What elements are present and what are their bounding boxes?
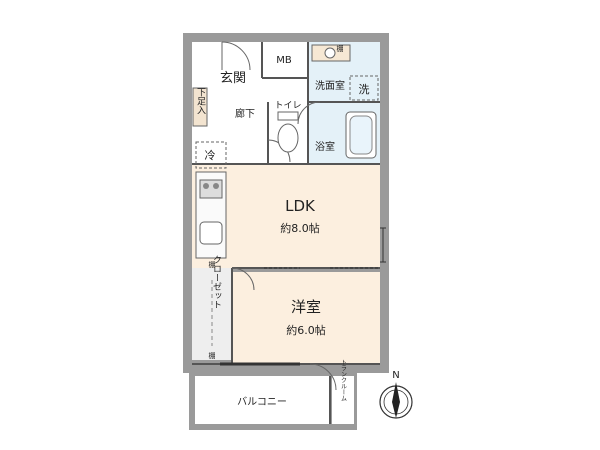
sink-icon: [199, 221, 223, 245]
balcony-floor: [195, 376, 330, 424]
kitchen-counter: [195, 171, 227, 259]
closet-label: クローゼット: [211, 255, 222, 309]
trunk-room-label: トランクルーム: [340, 359, 347, 401]
ldk-label: LDK: [285, 197, 316, 215]
youshitsu-label: 洋室: [291, 298, 321, 316]
compass-icon: [379, 382, 413, 419]
shoe-cabinet-label: 下足入: [195, 88, 206, 115]
ldk-size: 約8.0帖: [280, 221, 320, 235]
youshitsu-floor: [232, 272, 380, 364]
youshitsu-size: 約6.0帖: [286, 323, 326, 337]
hallway-label: 廊下: [235, 107, 255, 120]
bathroom-label: 浴室: [315, 140, 335, 153]
shelf-lower-label: 棚: [209, 351, 216, 360]
washer-label: 洗: [359, 83, 370, 96]
toilet-label: トイレ: [274, 101, 301, 111]
mb-floor: [262, 42, 308, 78]
trunk-room-floor: [332, 376, 354, 424]
wash-basin: [311, 44, 351, 62]
shelf-upper-label: 棚: [209, 260, 216, 269]
ldk-floor: [232, 164, 380, 268]
fridge-label: 冷: [205, 149, 216, 162]
bathtub-icon: [345, 111, 377, 159]
genkan-label: 玄関: [220, 71, 246, 86]
shelf-sink-label: 棚: [337, 44, 344, 53]
room-labels: MB 玄関 洗面室 洗 廊下 下足入 トイレ 浴室 冷 LDK 約8.0帖 棚 …: [195, 44, 400, 408]
balcony-label: バルコニー: [237, 396, 287, 408]
doors: [220, 41, 337, 391]
stove-icon: [199, 179, 223, 199]
mb-label: MB: [276, 55, 292, 66]
toilet-icon: [277, 111, 299, 153]
compass-north-label: N: [392, 370, 399, 381]
fridge-area: [195, 141, 227, 169]
washroom-label: 洗面室: [315, 79, 345, 92]
windows: [264, 227, 386, 269]
shoe-cabinet: [192, 87, 208, 127]
washer-area: [349, 75, 379, 101]
